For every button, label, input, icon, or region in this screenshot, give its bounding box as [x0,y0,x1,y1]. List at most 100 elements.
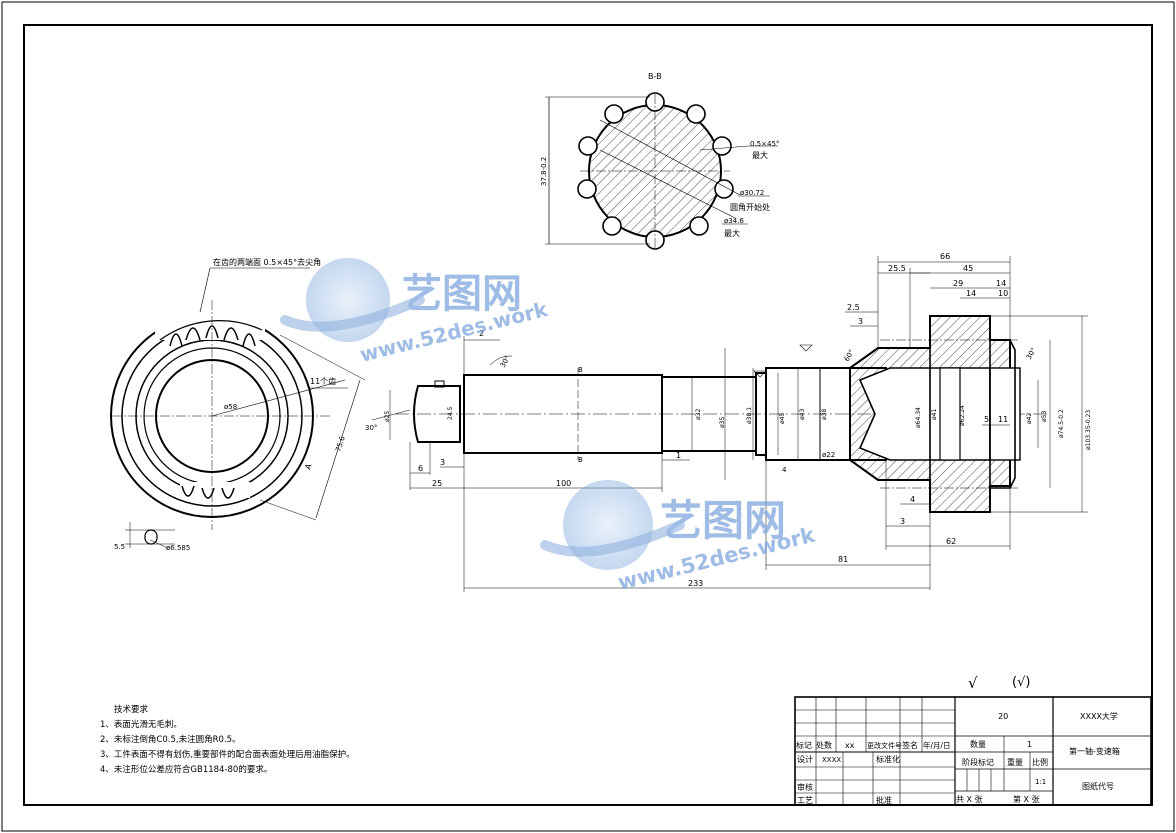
tb-scale-label: 比例 [1032,757,1048,767]
dim-233: 233 [688,579,703,588]
tb-qty-label: 数量 [970,739,986,749]
dim-14b: 14 [996,279,1006,288]
tb-part-name: 第一轴-变速箱 [1069,746,1120,756]
dim-left-dia: ø25 [384,411,391,422]
tb-qty-value: 20 [998,712,1008,721]
section-max-label-2: 最大 [724,228,740,238]
section-chamfer-label: 0.5×45° [750,140,779,148]
shaft-b-bottom: B [578,456,583,464]
dim-bore: ø22 [822,451,835,459]
shaft-main-view: B B 2 30° 30° ø25 24.5 3 6 25 100 1 ø32 … [365,252,1092,592]
tb-xx: xx [845,741,855,750]
dim-25: 25 [432,479,442,488]
dim-mid-dia-1: ø32 [695,409,702,420]
dim-mid-dia-5: ø43 [799,409,806,420]
tb-stage: 阶段标记 [962,757,994,767]
watermark-top: 艺图网 www.52des.work [280,258,551,367]
tb-qty-count: 1 [1027,740,1032,749]
tb-total: 共 X 张 [956,795,983,804]
keyway-width: 5.5 [114,543,125,551]
tb-standard: 标准化 [876,754,900,764]
tb-approve: 批准 [876,795,892,805]
tb-review: 审核 [797,782,813,792]
tech-item-1: 1、表面光滑无毛刺。 [100,720,182,730]
gear-dim-radius: 75.6 [334,435,347,453]
dim-2: 2 [479,329,484,338]
section-round-start: 圆角开始处 [730,202,770,212]
watermark-brand: 艺图网 [402,271,522,317]
roughness-symbol: √ (√) [968,674,1030,692]
gear-bore-dia: ø58 [224,403,237,411]
tech-title: 技术要求 [114,705,149,715]
tech-item-4: 4、未注形位公差应符合GB1184-80的要求。 [100,765,273,775]
gear-letter-a: A [303,462,313,470]
watermark-globe-icon-2 [563,480,653,570]
dim-10: 10 [998,289,1008,298]
gear-end-view: 在齿的两端面 0.5×45°去尖角 11个齿 ø58 [110,257,366,552]
title-block-text: 标记 处数 xx 更改文件号 签名 年/月/日 设计 XXXX 标准化 审核 工… [796,711,1120,805]
dim-hub-dia-2: ø62.24 [959,405,966,426]
roughness-paren: (√) [1012,675,1030,690]
dim-5: 5 [984,415,989,424]
tb-weight: 重量 [1007,757,1023,767]
tb-process: 工艺 [797,796,813,805]
dim-14a: 14 [966,289,976,298]
dim-mid-dia-2: ø35 [719,417,726,428]
dim-62: 62 [946,537,956,546]
section-dim-height: 37.8-0.2 [540,157,548,186]
dim-angle-60: 60° [843,348,856,363]
tech-requirements: 技术要求 1、表面光滑无毛刺。 2、未标注倒角C0.5,未注圆角R0.5。 3、… [100,703,355,778]
dim-4: 4 [910,495,915,504]
tb-design: 设计 [797,754,813,764]
dim-4b: 4 [782,466,787,474]
dim-25-5: 25.5 [888,264,906,273]
dim-6: 6 [418,464,423,473]
dim-45: 45 [963,264,973,273]
watermark-globe-icon [306,258,390,342]
dim-81: 81 [838,555,848,564]
section-outer-dia: ø34.6 [724,217,744,225]
section-b-b: B-B 37.8-0.2 [540,72,779,250]
tb-designer: XXXX [822,756,841,764]
dim-mid-dia-6: ø38 [821,409,828,420]
tb-place: 处数 [816,740,832,750]
dim-66: 66 [940,252,950,261]
tb-drawing-code: 图纸代号 [1082,781,1114,791]
gear-chamfer-note: 在齿的两端面 0.5×45°去尖角 [213,257,321,267]
dim-74-5: ø74.5-0.2 [1058,409,1065,438]
keyway-dia: ø6.585 [166,544,190,552]
dim-spline-dia: ø42 [1026,413,1033,424]
dim-103-35: ø103.35-0.23 [1085,410,1092,450]
watermark-brand-2: 艺图网 [660,496,786,545]
dim-100: 100 [556,479,571,488]
section-max-label-1: 最大 [752,150,768,160]
tb-scale: 1:1 [1035,778,1046,786]
tech-item-3: 3、工件表面不得有划伤,重要部件的配合面表面处理后用油脂保护。 [100,750,355,760]
tb-sign: 签名 [902,740,918,750]
tech-item-2: 2、未标注倒角C0.5,未注圆角R0.5。 [100,735,241,745]
dim-mid-dia-3: ø38.1 [746,407,753,424]
dim-29: 29 [953,279,963,288]
watermark-bottom: 艺图网 www.52des.work [540,480,818,595]
dim-hub-dia-1: ø64.34 [915,407,922,428]
dim-angle-30: 30° [499,354,512,369]
roughness-main: √ [968,674,978,692]
dim-3b: 3 [858,317,863,326]
dim-2-5: 2.5 [847,303,860,312]
section-inner-dia: ø30.72 [740,189,764,197]
tb-date: 年/月/日 [923,740,951,750]
tb-university: XXXX大学 [1080,711,1118,721]
dim-1: 1 [676,451,681,460]
dim-3: 3 [440,458,445,467]
dim-mid-dia-4: ø45 [779,413,786,424]
dim-11: 11 [998,415,1008,424]
dim-angle-30c: 30° [1025,346,1038,361]
spline-section [577,92,749,250]
dim-53: ø53 [1041,411,1048,422]
tb-mark: 标记 [796,740,812,750]
shaft-b-top: B [578,366,583,374]
dim-hub-dia-3: ø41 [931,409,938,420]
tb-sheet-no: 第 X 张 [1013,794,1040,804]
